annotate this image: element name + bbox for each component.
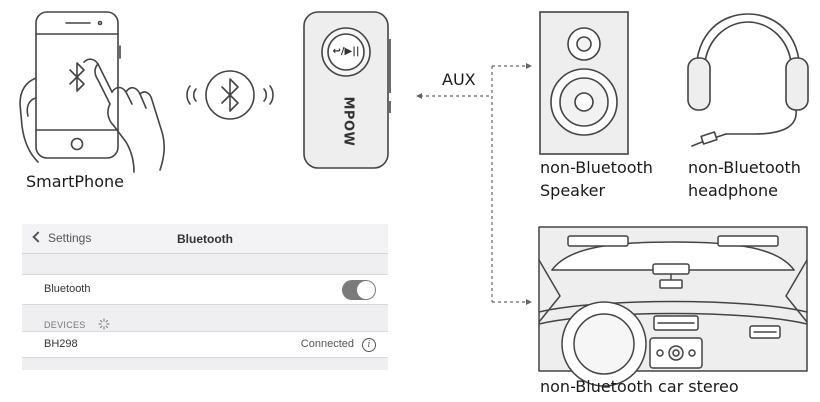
car-interior-illustration	[538, 226, 808, 387]
bluetooth-toggle-row: Bluetooth	[22, 274, 388, 305]
speaker-label-line1: non-Bluetooth	[540, 158, 653, 177]
settings-page-title: Bluetooth	[177, 232, 233, 246]
speaker-label-line2: Speaker	[540, 181, 606, 200]
loading-spinner-icon	[98, 318, 110, 330]
bluetooth-settings-panel: Settings Bluetooth Bluetooth DEVICES BH2…	[22, 224, 388, 370]
back-button[interactable]: Settings	[32, 231, 92, 245]
speaker-illustration	[539, 11, 629, 155]
headphone-label-line2: headphone	[688, 181, 779, 200]
bluetooth-receiver: ↩/▶|| MPOW	[300, 9, 398, 171]
device-status: Connected	[300, 338, 354, 350]
info-icon[interactable]: i	[362, 338, 376, 352]
bluetooth-toggle[interactable]	[342, 280, 376, 300]
settings-nav-bar: Settings Bluetooth	[22, 224, 388, 254]
smartphone-illustration	[19, 11, 165, 173]
back-label: Settings	[48, 231, 92, 245]
devices-header-label: DEVICES	[44, 320, 86, 330]
device-name: BH298	[44, 338, 78, 350]
headphone-label-line1: non-Bluetooth	[688, 158, 801, 177]
device-row[interactable]: BH298 Connected i	[22, 331, 388, 358]
smartphone-label: SmartPhone	[26, 172, 124, 191]
toggle-knob	[357, 281, 375, 299]
bluetooth-row-label: Bluetooth	[44, 283, 91, 295]
car-stereo-label: non-Bluetooth car stereo	[540, 377, 739, 396]
devices-section-header: DEVICES	[44, 318, 110, 330]
bluetooth-signal	[186, 70, 274, 120]
headphone-illustration	[687, 13, 809, 147]
aux-label: AUX	[442, 70, 476, 89]
play-pause-button-icon: ↩/▶||	[332, 46, 360, 57]
